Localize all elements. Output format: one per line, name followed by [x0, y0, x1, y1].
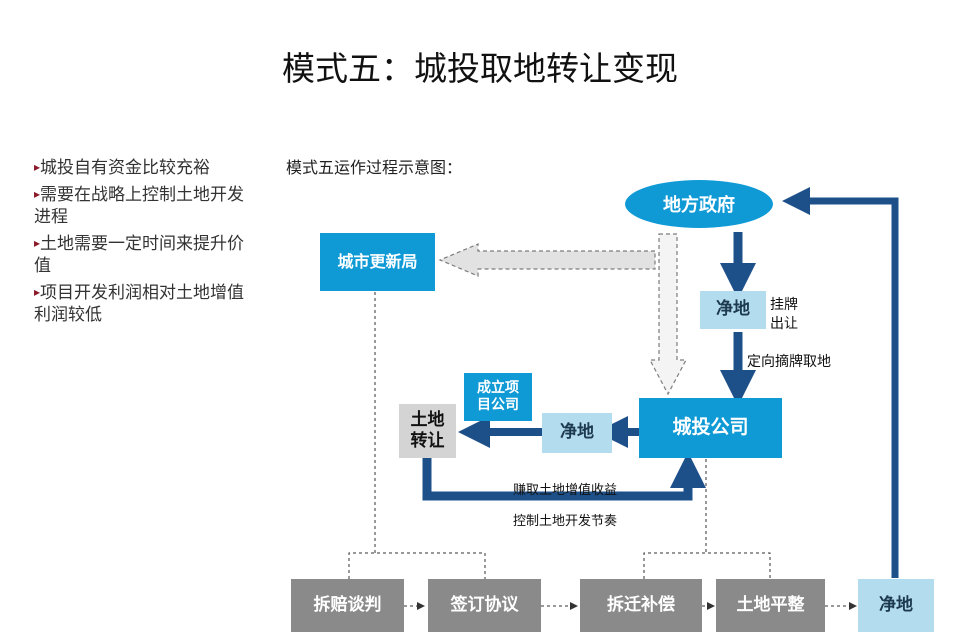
bullet-item: ▸土地需要一定时间来提升价值: [34, 232, 249, 277]
node-clean-land-top: 净地: [700, 291, 766, 329]
bullet-text: 项目开发利润相对土地增值利润较低: [34, 283, 245, 325]
bullet-marker-icon: ▸: [34, 160, 41, 174]
hollow-arrow-down: [649, 233, 687, 396]
diagram-subtitle: 模式五运作过程示意图：: [286, 158, 463, 177]
bullet-marker-icon: ▸: [34, 236, 41, 250]
node-land-transfer: 土地 转让: [399, 404, 456, 458]
bullet-list: ▸城投自有资金比较充裕 ▸需要在战略上控制土地开发进程 ▸土地需要一定时间来提升…: [34, 156, 249, 330]
arrow-transfer-to-chengtou: [422, 452, 706, 501]
bullet-text: 土地需要一定时间来提升价值: [34, 234, 245, 276]
step-land-leveling: 土地平整: [716, 579, 825, 632]
label-control-pace: 控制土地开发节奏: [513, 514, 618, 529]
label-directed-listing: 定向摘牌取地: [747, 354, 831, 370]
node-clean-land-mid: 净地: [542, 413, 612, 453]
node-project-company: 成立项 目公司: [464, 373, 532, 421]
bullet-marker-icon: ▸: [34, 187, 41, 201]
node-chengtou: 城投公司: [639, 398, 782, 458]
node-clean-land-bottom: 净地: [858, 579, 934, 632]
step-relocation-compensation: 拆迁补偿: [580, 579, 702, 632]
dashed-bracket-right: [643, 552, 771, 579]
node-urban-bureau: 城市更新局: [320, 233, 435, 291]
step-demolition-talk: 拆赔谈判: [291, 579, 404, 632]
dashed-bracket-left: [348, 552, 486, 579]
hollow-arrow-left: [438, 243, 656, 277]
bullet-item: ▸项目开发利润相对土地增值利润较低: [34, 281, 249, 326]
bullet-text: 需要在战略上控制土地开发进程: [34, 185, 245, 227]
arrow-cleanland-to-gov: [782, 187, 899, 578]
bullet-text: 城投自有资金比较充裕: [40, 158, 211, 178]
step-sign-agreement: 签订协议: [428, 579, 541, 632]
label-listing-transfer: 挂牌 出让: [770, 297, 798, 332]
bullet-item: ▸需要在战略上控制土地开发进程: [34, 183, 249, 228]
bullet-item: ▸城投自有资金比较充裕: [34, 156, 249, 179]
bullet-marker-icon: ▸: [34, 285, 41, 299]
node-government: 地方政府: [625, 180, 773, 228]
page-title: 模式五：城投取地转让变现: [282, 49, 678, 88]
label-earn-value: 赚取土地增值收益: [513, 483, 618, 498]
